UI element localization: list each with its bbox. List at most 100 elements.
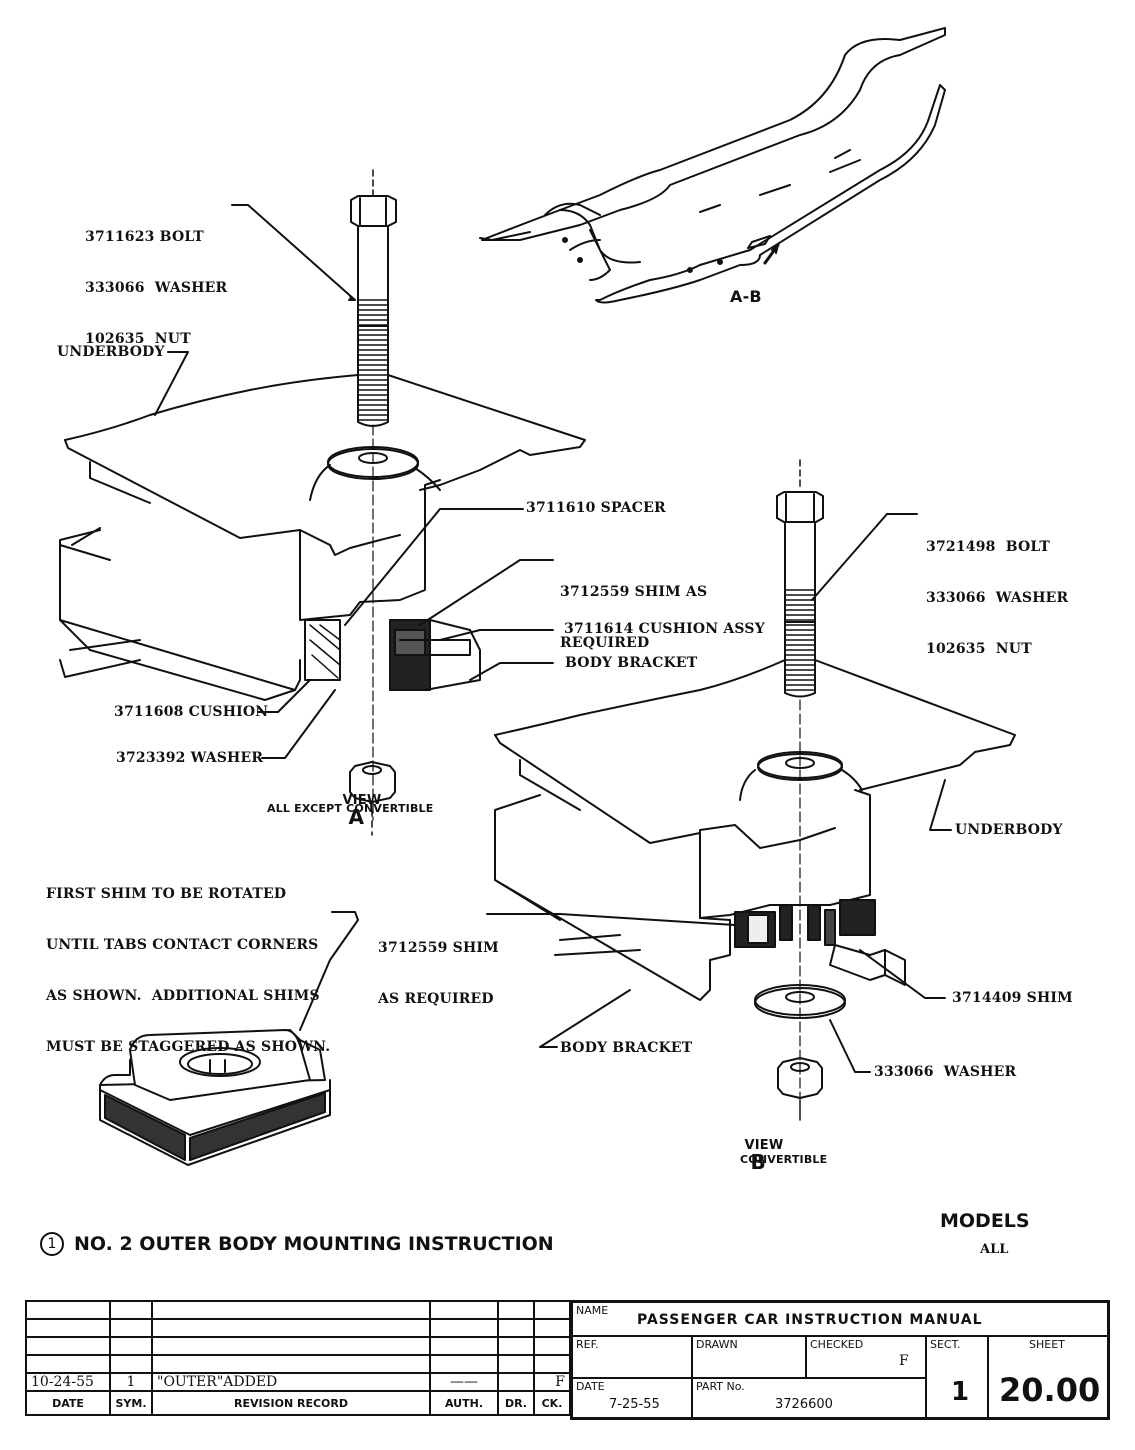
nut-part-label: 102635 NUT <box>85 331 191 347</box>
view-a-shim-label: 3712559 SHIM AS REQUIRED <box>560 550 707 669</box>
view-a-caption: ALL EXCEPT CONVERTIBLE <box>267 802 434 815</box>
cell <box>533 1336 571 1356</box>
bolt-part-label: 3721498 BOLT <box>926 539 1050 555</box>
cell <box>25 1318 111 1338</box>
checked-value: F <box>899 1353 909 1369</box>
view-b-leaders <box>299 513 952 1073</box>
shim-label-line1: 3712559 SHIM <box>378 940 499 956</box>
view-b-bolt-callout: 3721498 BOLT 333066 WASHER 102635 NUT <box>926 505 1068 675</box>
date-label: DATE <box>576 1380 605 1393</box>
cell <box>497 1336 535 1356</box>
cell <box>109 1354 153 1374</box>
view-letter: A <box>348 805 365 829</box>
name-cell: NAME PASSENGER CAR INSTRUCTION MANUAL <box>572 1302 1108 1336</box>
checked-label: CHECKED <box>810 1338 864 1351</box>
name-label: NAME <box>576 1304 609 1317</box>
bolt-part-label: 3711623 BOLT <box>85 229 204 245</box>
table-header-row: DATE SYM. REVISION RECORD AUTH. DR. CK. <box>25 1390 571 1416</box>
models-label: MODELS <box>940 1210 1030 1232</box>
frame-location-marker: A-B <box>730 287 762 306</box>
view-a-washer-label: 3723392 WASHER <box>116 750 264 766</box>
page-title: 1 NO. 2 OUTER BODY MOUNTING INSTRUCTION <box>40 1232 554 1256</box>
cell <box>151 1318 431 1338</box>
sheet-label: SHEET <box>1029 1338 1065 1351</box>
view-a-underbody-label: UNDERBODY <box>57 344 165 360</box>
view-b-body-bracket-label: BODY BRACKET <box>560 1040 693 1056</box>
view-a-body-bracket-label: BODY BRACKET <box>565 655 698 671</box>
checked-cell: CHECKED F <box>806 1336 926 1378</box>
shim-label-line1: 3712559 SHIM AS <box>560 584 708 600</box>
cell <box>533 1354 571 1374</box>
cell: —— <box>429 1372 499 1392</box>
cell <box>497 1300 535 1320</box>
cell <box>25 1300 111 1320</box>
cell <box>497 1318 535 1338</box>
column-header: CK. <box>533 1390 571 1416</box>
chassis-frame-drawing <box>479 27 946 304</box>
cell <box>429 1300 499 1320</box>
cell <box>109 1318 153 1338</box>
cell: F <box>533 1372 571 1392</box>
part-value: 3726600 <box>775 1397 833 1412</box>
note-line: UNTIL TABS CONTACT CORNERS <box>46 937 319 953</box>
view-b-washer-label: 333066 WASHER <box>874 1064 1017 1080</box>
models-value: ALL <box>980 1242 1009 1257</box>
drawn-cell: DRAWN <box>692 1336 806 1378</box>
column-header: REVISION RECORD <box>151 1390 431 1416</box>
shim-installation-note: FIRST SHIM TO BE ROTATED UNTIL TABS CONT… <box>46 852 330 1073</box>
note-line: FIRST SHIM TO BE ROTATED <box>46 886 287 902</box>
table-row <box>25 1336 571 1356</box>
item-number-badge: 1 <box>40 1232 64 1256</box>
date-value: 7-25-55 <box>609 1397 660 1412</box>
date-cell: DATE 7-25-55 <box>572 1378 692 1418</box>
cell <box>109 1336 153 1356</box>
view-a-bolt-callout: 3711623 BOLT 333066 WASHER 102635 NUT <box>85 195 227 365</box>
washer-part-label: 333066 WASHER <box>85 280 228 296</box>
column-header: SYM. <box>109 1390 153 1416</box>
ref-label: REF. <box>576 1338 599 1351</box>
cell <box>151 1354 431 1374</box>
part-number-cell: PART No. 3726600 <box>692 1378 926 1418</box>
shim-detail-drawing <box>99 1029 331 1166</box>
column-header: DATE <box>25 1390 111 1416</box>
view-b-caption: CONVERTIBLE <box>740 1153 828 1166</box>
cell: 10-24-55 <box>25 1372 111 1392</box>
cell <box>429 1336 499 1356</box>
cell: "OUTER"ADDED <box>151 1372 431 1392</box>
sect-value: 1 <box>951 1377 970 1407</box>
cell <box>533 1318 571 1338</box>
nut-part-label: 102635 NUT <box>926 641 1032 657</box>
view-label: VIEW <box>342 793 382 808</box>
drawn-label: DRAWN <box>696 1338 738 1351</box>
sect-cell: SECT. 1 <box>926 1336 988 1418</box>
cell <box>25 1354 111 1374</box>
cell <box>151 1336 431 1356</box>
view-a-leaders <box>154 204 554 759</box>
sheet-value: 20.00 <box>999 1371 1101 1409</box>
column-header: DR. <box>497 1390 535 1416</box>
table-row <box>25 1300 571 1320</box>
view-b-underbody-label: UNDERBODY <box>955 822 1063 838</box>
view-a-title: VIEW A <box>333 775 381 829</box>
ref-cell: REF. <box>572 1336 692 1378</box>
view-b-shim-label: 3714409 SHIM <box>952 990 1073 1006</box>
cell: 1 <box>109 1372 153 1392</box>
sect-label: SECT. <box>930 1338 961 1351</box>
note-line: MUST BE STAGGERED AS SHOWN. <box>46 1039 331 1055</box>
view-letter: B <box>750 1150 766 1174</box>
cell <box>25 1336 111 1356</box>
shim-label-line2: REQUIRED <box>560 635 650 651</box>
view-a-cushion-assy-label: 3711614 CUSHION ASSY <box>564 621 765 637</box>
title-text: NO. 2 OUTER BODY MOUNTING INSTRUCTION <box>74 1233 554 1255</box>
view-a-spacer-label: 3711610 SPACER <box>526 500 666 516</box>
washer-part-label: 333066 WASHER <box>926 590 1069 606</box>
view-b-drawing <box>494 459 1016 1121</box>
column-header: AUTH. <box>429 1390 499 1416</box>
cell <box>533 1300 571 1320</box>
cell <box>109 1300 153 1320</box>
shim-label-line2: AS REQUIRED <box>378 991 494 1007</box>
view-a-drawing <box>59 169 586 836</box>
cell <box>429 1354 499 1374</box>
